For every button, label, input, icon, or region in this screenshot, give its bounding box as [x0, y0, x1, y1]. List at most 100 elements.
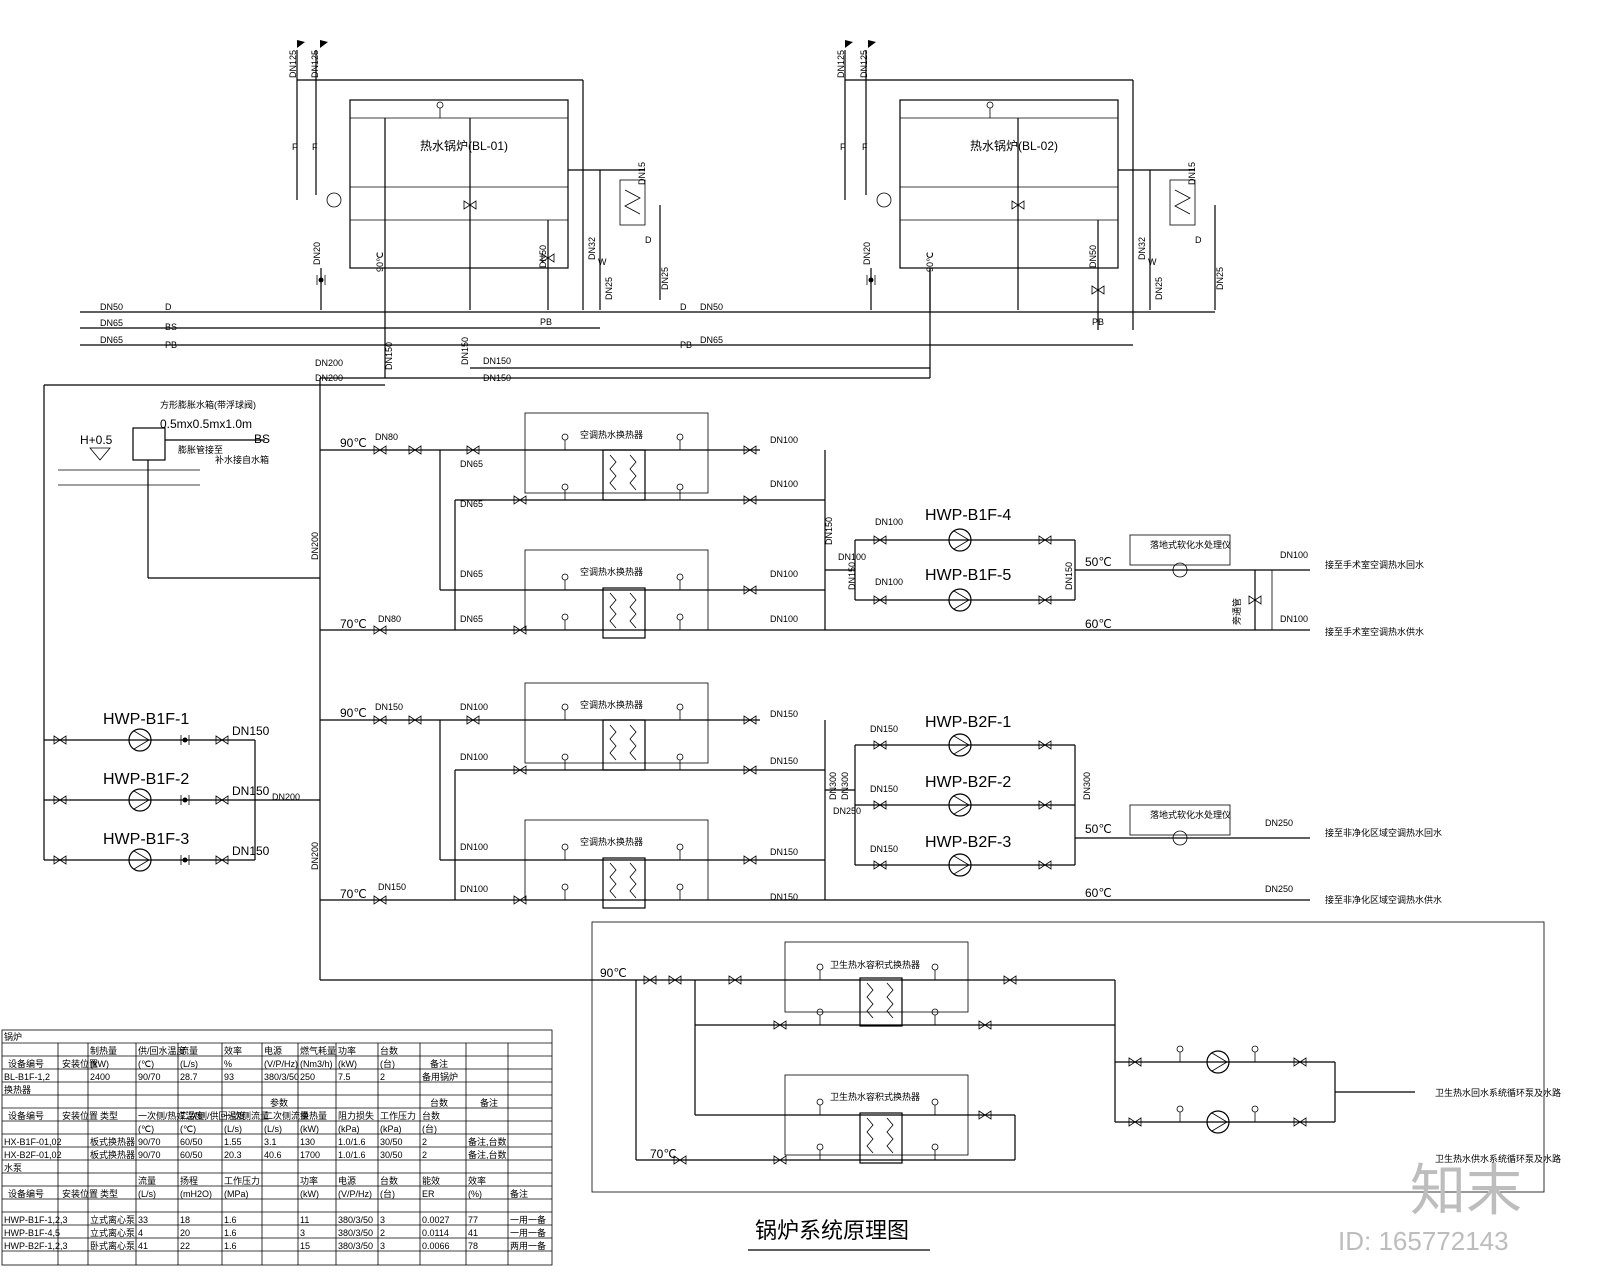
header-d-size2: DN50	[700, 302, 723, 312]
boiler-bl-01: 热水锅炉(BL-01) DN125 DN125 F F DN20 90℃ DN5…	[288, 40, 670, 378]
pump-name: HWP-B2F-3	[925, 834, 1011, 851]
tank-size: 0.5mx0.5mx1.0m	[160, 417, 252, 431]
unit: (V/P/Hz)	[338, 1189, 372, 1199]
cell: 41	[468, 1228, 478, 1238]
pipe-size: DN150	[770, 709, 798, 719]
cell: 22	[180, 1241, 190, 1251]
pump-size: DN150	[870, 724, 898, 734]
col-header: 类型	[100, 1188, 118, 1199]
dn25-b: DN25	[1215, 267, 1225, 290]
unit: (kW)	[300, 1189, 319, 1199]
riser-size-1: DN200	[310, 532, 320, 560]
unit: (kPa)	[380, 1124, 402, 1134]
col-header: 工作压力	[224, 1175, 260, 1186]
unit: (%)	[468, 1189, 482, 1199]
unit: (台)	[380, 1058, 395, 1069]
sub-header: 工作压力	[380, 1110, 416, 1121]
pipe-size: DN100	[770, 435, 798, 445]
vent-tag-2: F	[862, 142, 868, 152]
cell: 28.7	[180, 1072, 198, 1082]
col-header: 能效	[422, 1175, 440, 1186]
cell: 2	[422, 1137, 427, 1147]
col-header: 效率	[224, 1045, 242, 1056]
equipment-schedule: 锅炉 设备编号 安装位置 制热量 供/回水温度 流量 效率 电源 燃气耗量 功率…	[1, 1029, 553, 1266]
pump-size: DN150	[232, 724, 270, 738]
destination: 接至手术室空调热水回水	[1325, 559, 1424, 570]
unit: ER	[422, 1189, 435, 1199]
pump-size: DN150	[232, 784, 270, 798]
unit: (℃)	[138, 1124, 154, 1134]
pump-size: DN150	[870, 784, 898, 794]
cell: HX-B1F-01,02	[4, 1137, 62, 1147]
col-header: 电源	[264, 1045, 282, 1056]
cell: 130	[300, 1137, 315, 1147]
drawing-title: 锅炉系统原理图	[755, 1218, 909, 1243]
drain-tag: D	[645, 235, 652, 245]
cell: 380/3/50	[264, 1072, 299, 1082]
unit: (mH2O)	[180, 1189, 212, 1199]
supply-temp: 90℃	[340, 436, 367, 450]
cell: 40.6	[264, 1150, 282, 1160]
col-header: 安装位置	[62, 1058, 98, 1069]
cell: 60/50	[180, 1137, 203, 1147]
sub-header: 二次侧流量	[264, 1110, 309, 1121]
return-temp: 70℃	[340, 887, 367, 901]
header-d-tag2: D	[680, 302, 687, 312]
pipe-size: DN250	[833, 806, 861, 816]
destination: 接至手术室空调热水供水	[1325, 626, 1424, 637]
water-tag: W	[1148, 257, 1157, 267]
pipe-size: DN150	[847, 562, 857, 590]
cell: 板式换热器	[90, 1149, 135, 1160]
unit: (℃)	[138, 1059, 154, 1069]
ret-size: DN150	[378, 882, 406, 892]
cell: 立式离心泵	[90, 1214, 135, 1225]
cell: 41	[138, 1241, 148, 1251]
col-header: 台数	[430, 1097, 448, 1108]
sub-header: 换热量	[300, 1110, 327, 1121]
unit: (V/P/Hz)	[264, 1059, 298, 1069]
return-temp: 70℃	[340, 617, 367, 631]
main-riser: DN200 DN200 DN200	[272, 378, 321, 980]
col-header: 参数	[270, 1097, 288, 1108]
riser-size-3: DN200	[272, 792, 300, 802]
col-header: 供/回水温度	[138, 1045, 186, 1056]
main-size-2: DN200	[315, 373, 343, 383]
pump-name: HWP-B2F-1	[925, 714, 1011, 731]
pipe-size: DN65	[460, 614, 483, 624]
boiler-label: 热水锅炉(BL-02)	[970, 138, 1058, 153]
col-header: 效率	[468, 1175, 486, 1186]
unit: (L/s)	[180, 1059, 198, 1069]
cell: 90/70	[138, 1150, 161, 1160]
section-boiler: 锅炉	[4, 1031, 22, 1042]
cell: HWP-B2F-1,2,3	[4, 1241, 68, 1251]
group-2-general-hvac: 空调热水换热器 空调热水换热器 90℃ 70℃ DN150 DN150 DN10…	[320, 682, 1442, 909]
tank-note-1: 膨胀管接至	[178, 444, 223, 455]
watermark-id: ID: 165772143	[1338, 1226, 1509, 1256]
tank-note-2: 补水接自水箱	[215, 454, 269, 465]
col-header: 类型	[100, 1110, 118, 1121]
sub-header: 阻力损失	[338, 1110, 374, 1121]
cell: 1.6	[224, 1228, 237, 1238]
treatment-device: 落地式软化水处理仪	[1150, 539, 1231, 550]
riser-size-2: DN200	[310, 842, 320, 870]
pipe-size: DN100	[770, 614, 798, 624]
tank-bs: BS	[254, 432, 270, 446]
cell: HX-B2F-01,02	[4, 1150, 62, 1160]
ret-size: DN80	[378, 614, 401, 624]
pipe-size: DN65	[460, 459, 483, 469]
pump-size: DN150	[870, 844, 898, 854]
cell: 2	[422, 1150, 427, 1160]
pump-size: DN100	[875, 577, 903, 587]
supply-temp: 90℃	[600, 966, 627, 980]
cell: 90/70	[138, 1072, 161, 1082]
pipe-size: DN65	[460, 569, 483, 579]
sub-header: 一次侧/热媒温度	[138, 1110, 204, 1121]
col-header: 设备编号	[8, 1058, 44, 1069]
destination: 接至非净化区域空调热水供水	[1325, 894, 1442, 905]
bypass-label: 旁通管	[1231, 598, 1242, 625]
unit: (L/s)	[264, 1124, 282, 1134]
cell: 3	[380, 1241, 385, 1251]
sub-header: 一次侧流量	[224, 1110, 269, 1121]
cell: 60/50	[180, 1150, 203, 1160]
